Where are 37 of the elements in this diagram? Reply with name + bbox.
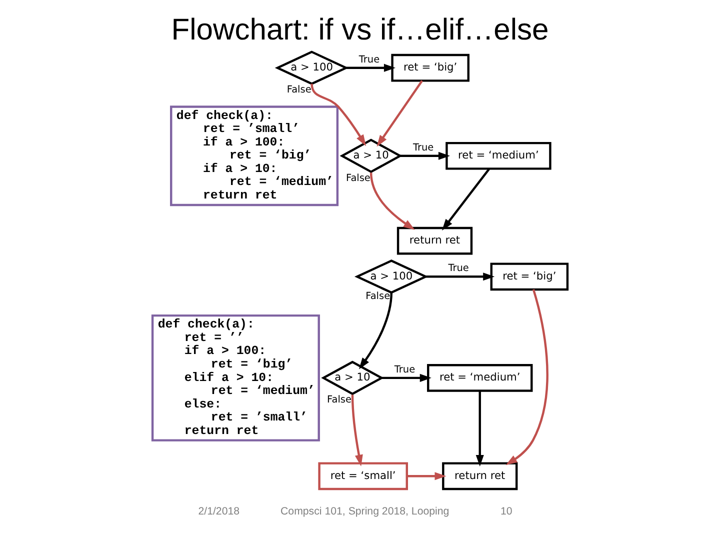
- label: 2/1/2018: [198, 506, 240, 518]
- node-box: ret = ‘medium’: [446, 142, 552, 170]
- edge-label: False: [327, 394, 352, 406]
- node-diamond: a > 10: [321, 360, 384, 396]
- arrow: [442, 168, 490, 231]
- node-box: return ret: [396, 226, 473, 255]
- label: Compsci 101, Spring 2018, Looping: [280, 506, 450, 518]
- edge-label: True: [394, 364, 416, 376]
- label: 10: [500, 506, 512, 518]
- arrow: [358, 292, 392, 370]
- arrow: [407, 472, 446, 480]
- node-diamond: a > 100: [274, 50, 349, 85]
- edge-label: True: [448, 263, 469, 274]
- edge-label: False: [346, 173, 370, 184]
- edge-label: True: [358, 54, 380, 66]
- arrow: [310, 84, 366, 146]
- edge-label: True: [413, 142, 434, 154]
- node-box: ret = ‘medium’: [427, 364, 533, 392]
- node-box: def check(a): ret = ’small’ if a > 100: ret = ‘big’ if a > 10: ret = ‘medium’ return ret: [170, 106, 339, 206]
- edge-label: False: [286, 84, 312, 96]
- node-box: ret = ‘big’: [490, 262, 569, 291]
- node-box: ret = ‘big’: [391, 54, 470, 82]
- arrow: [370, 172, 415, 230]
- node-box: return ret: [442, 462, 518, 490]
- edge-label: False: [366, 291, 390, 302]
- arrow: [381, 374, 432, 382]
- arrow: [346, 64, 396, 72]
- diagram-title: Flowchart: if vs if…elif…else: [171, 14, 549, 47]
- arrow: [351, 394, 363, 466]
- arrow: [426, 272, 495, 281]
- arrow: [506, 289, 548, 466]
- node-box: def check(a): ret = ’’ if a > 100: ret = ‘big’ elif a > 10: ret = ‘medium’ else: ret = ’small’ return ret: [151, 314, 320, 442]
- node-box: ret = ‘small’: [318, 462, 408, 490]
- arrow: [376, 80, 423, 147]
- node-diamond: a > 10: [340, 138, 402, 174]
- arrow: [400, 152, 450, 160]
- arrow: [476, 391, 484, 466]
